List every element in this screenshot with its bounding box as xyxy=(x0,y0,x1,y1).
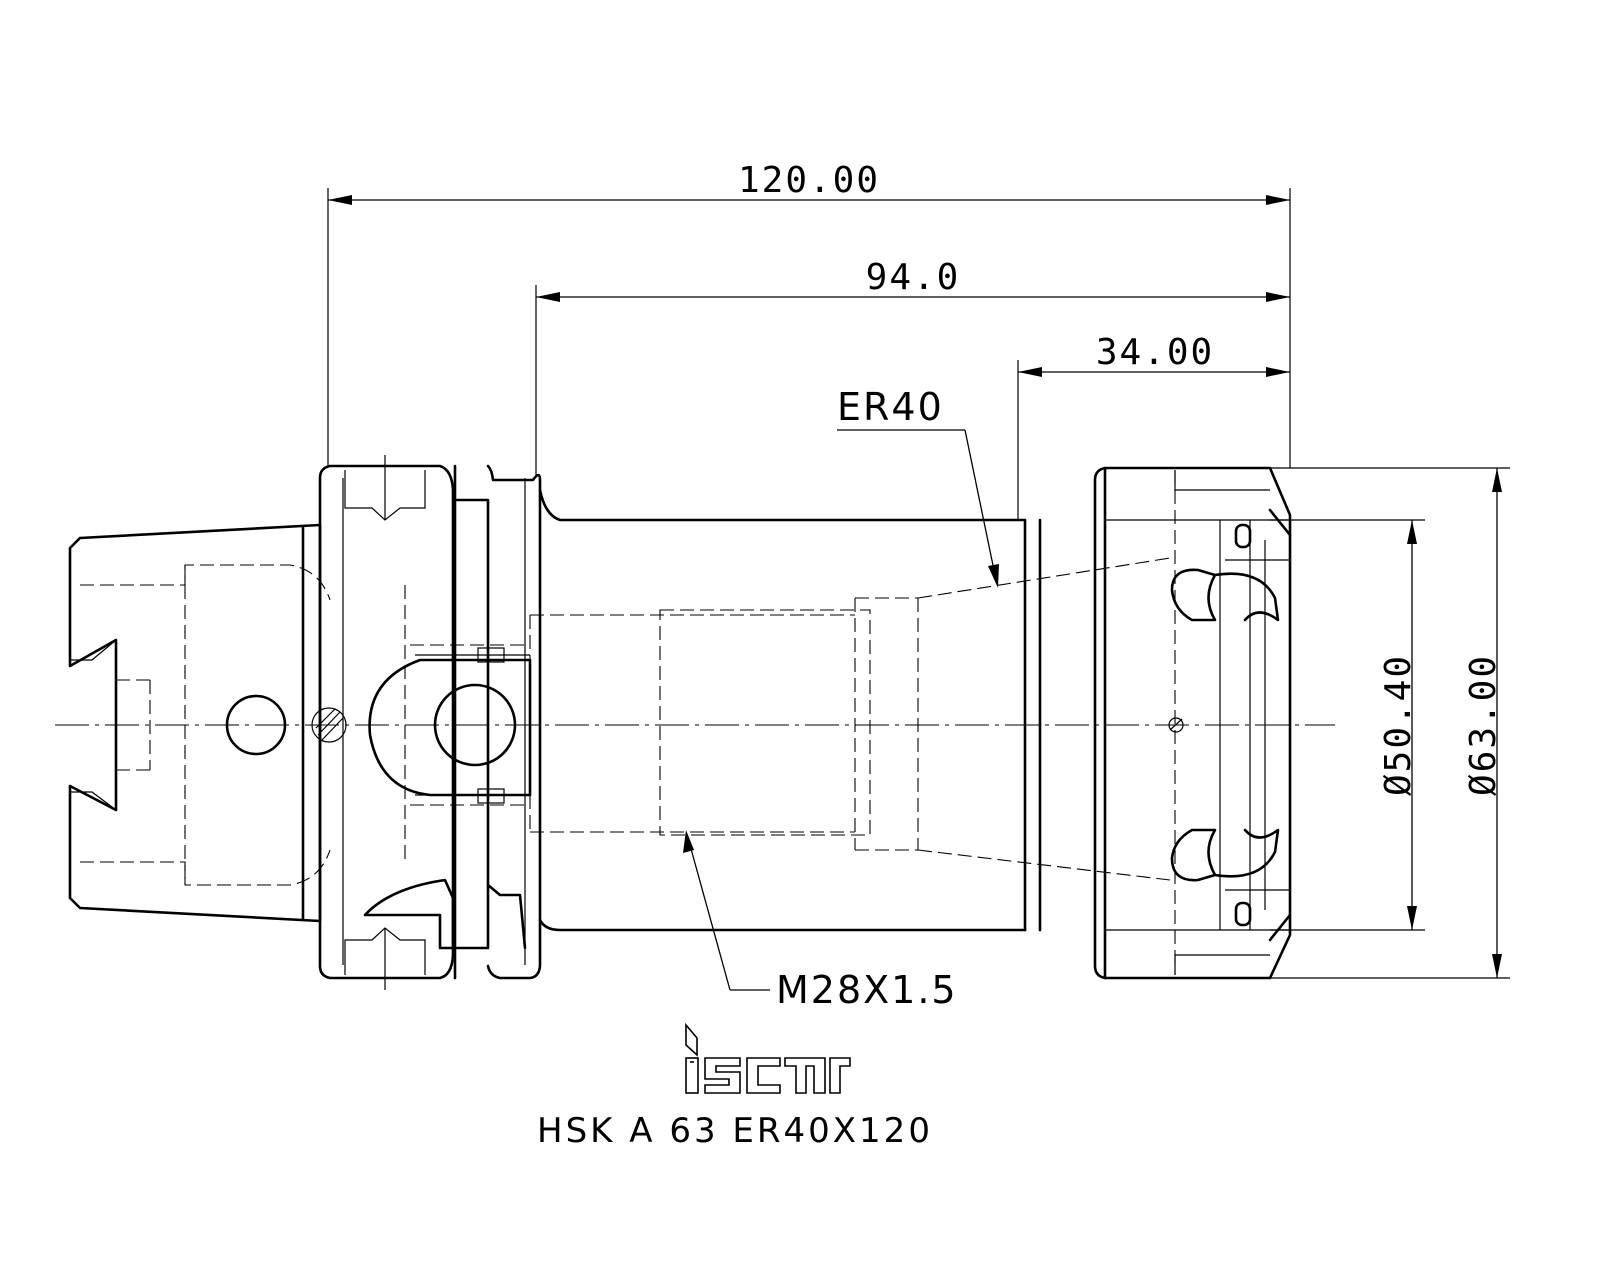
dimension-collet-diameter: Ø50.40 xyxy=(1378,520,1419,930)
callout-thread: M28X1.5 xyxy=(683,830,958,1012)
drawing-title: HSK A 63 ER40X120 xyxy=(537,1111,933,1151)
dimension-nut-diameter: Ø63.00 xyxy=(1463,468,1504,978)
iscar-logo xyxy=(685,1022,851,1094)
flange xyxy=(311,455,542,990)
dim-text-overall-length: 120.00 xyxy=(738,160,880,201)
er-nut xyxy=(1093,466,1292,980)
dimension-overall-length: 120.00 xyxy=(328,160,1290,205)
dim-text-nut-length: 34.00 xyxy=(1096,332,1214,373)
callout-text-collet-type: ER40 xyxy=(837,385,944,429)
dimension-body-length: 94.0 xyxy=(536,257,1290,302)
clamp-bore xyxy=(368,585,532,862)
callout-text-thread: M28X1.5 xyxy=(776,968,958,1012)
dim-text-collet-diameter: Ø50.40 xyxy=(1378,654,1419,796)
dimension-nut-length: 34.00 xyxy=(1018,332,1290,377)
extension-lines xyxy=(327,188,1510,979)
callout-collet-type: ER40 xyxy=(837,385,999,588)
iscar-logo-text: iscar xyxy=(769,1078,772,1081)
dim-text-body-length: 94.0 xyxy=(866,257,961,298)
body xyxy=(529,488,1171,932)
dim-text-nut-diameter: Ø63.00 xyxy=(1463,654,1504,796)
hsk-shank xyxy=(68,523,331,923)
